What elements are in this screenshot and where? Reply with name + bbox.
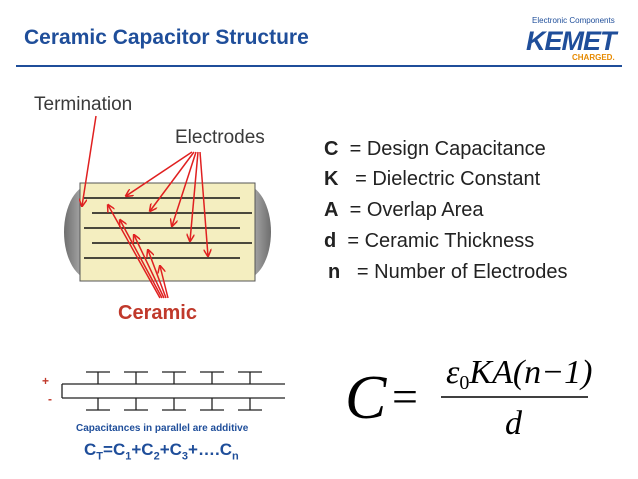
ceramic-arrows [108,205,169,299]
page-title: Ceramic Capacitor Structure [24,26,309,49]
formula-numerator: ε0KA(n−1) [446,354,592,394]
electrodes-arrows [126,151,208,256]
logo-tagline: Electronic Components [532,16,615,25]
negative-terminal-label: - [48,392,52,406]
electrodes-label: Electrodes [175,127,265,148]
parallel-note: Capacitances in parallel are additive [76,423,249,434]
kemet-logo: KEMET [526,26,616,56]
ceramic-label: Ceramic [118,302,197,324]
definition-n: n = Number of Electrodes [328,261,568,283]
electrode-lines [84,197,252,259]
formula-lhs: C [345,364,387,432]
definition-k: K = Dielectric Constant [324,168,541,190]
title-underline [16,65,622,67]
termination-arrow [82,115,97,206]
definition-a: A = Overlap Area [324,199,484,221]
parallel-capacitors-schematic [61,371,285,411]
logo-charged: CHARGED. [572,53,615,62]
termination-label: Termination [34,94,133,115]
ceramic-body [79,182,256,282]
definition-c: C = Design Capacitance [324,138,546,160]
positive-terminal-label: + [42,374,50,388]
formula-denominator: d [505,405,523,442]
formula-equals: = [392,371,418,422]
parallel-equation: CT=C1+C2+C3+….Cn [84,440,239,463]
definition-d: d = Ceramic Thickness [324,230,535,252]
